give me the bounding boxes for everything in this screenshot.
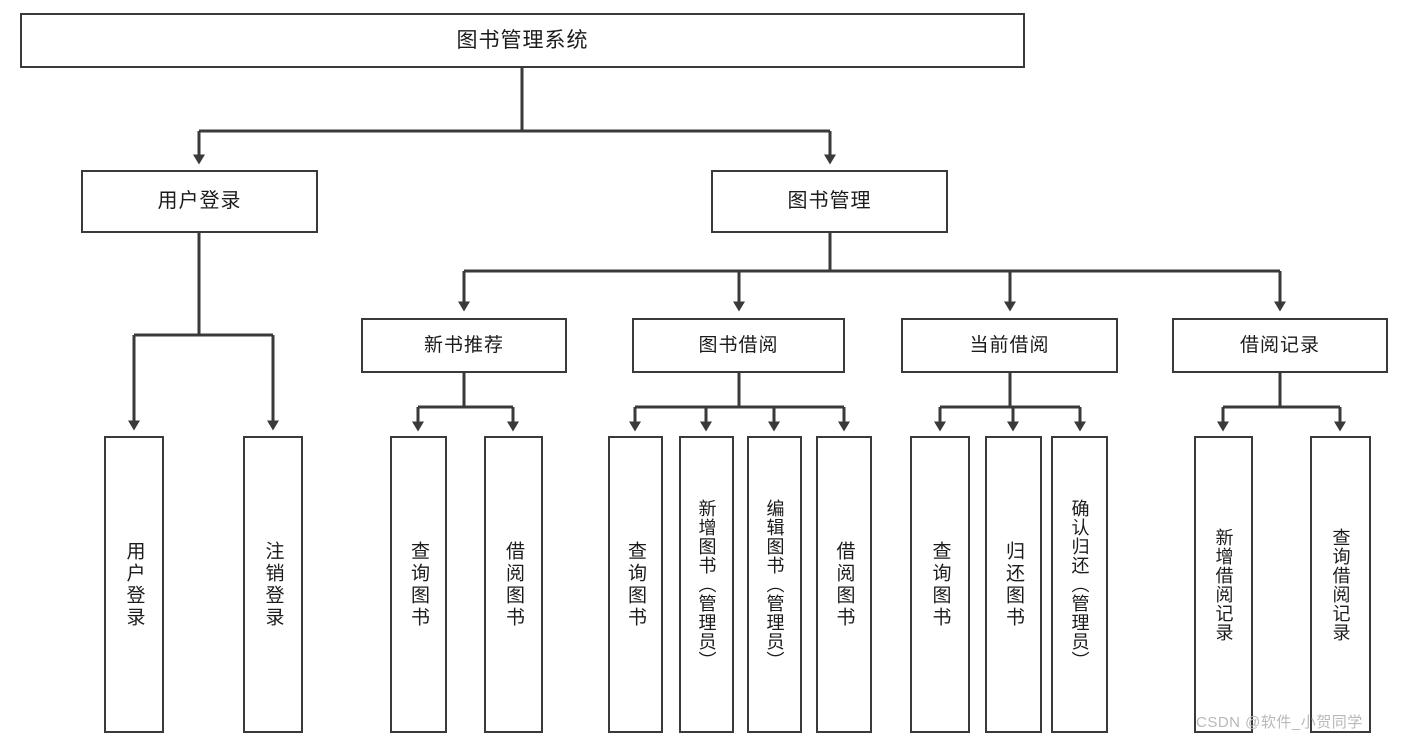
leaf-edit-book-admin[interactable]: 编辑图书（管理员） (747, 436, 802, 733)
leaf-query-book-current[interactable]: 查询图书 (910, 436, 970, 733)
node-root-label: 图书管理系统 (456, 28, 589, 52)
leaf-query-borrow-record[interactable]: 查询借阅记录 (1310, 436, 1371, 733)
node-book-borrow-label: 图书借阅 (698, 334, 779, 356)
leaf-query-book-current-label: 查询图书 (929, 540, 951, 629)
node-new-book-recommend[interactable]: 新书推荐 (361, 318, 567, 373)
leaf-query-book-recommend[interactable]: 查询图书 (390, 436, 447, 733)
leaf-user-login-label: 用户登录 (123, 540, 145, 629)
leaf-add-book-admin[interactable]: 新增图书（管理员） (679, 436, 734, 733)
leaf-query-book-borrow[interactable]: 查询图书 (608, 436, 663, 733)
leaf-logout-label: 注销登录 (262, 540, 284, 629)
node-new-book-recommend-label: 新书推荐 (423, 334, 504, 356)
leaf-borrow-book-label: 借阅图书 (833, 540, 855, 629)
node-current-borrow-label: 当前借阅 (969, 334, 1050, 356)
leaf-add-book-admin-label: 新增图书（管理员） (696, 499, 717, 670)
leaf-borrow-book-recommend[interactable]: 借阅图书 (484, 436, 543, 733)
leaf-return-book[interactable]: 归还图书 (985, 436, 1042, 733)
node-user-login[interactable]: 用户登录 (81, 170, 318, 233)
leaf-query-book-borrow-label: 查询图书 (625, 540, 646, 629)
leaf-confirm-return-admin-label: 确认归还（管理员） (1069, 499, 1090, 670)
node-book-management[interactable]: 图书管理 (711, 170, 948, 233)
leaf-user-login[interactable]: 用户登录 (104, 436, 164, 733)
leaf-add-borrow-record-label: 新增借阅记录 (1213, 527, 1234, 642)
node-book-management-label: 图书管理 (787, 190, 872, 213)
leaf-query-book-recommend-label: 查询图书 (408, 540, 429, 629)
leaf-confirm-return-admin[interactable]: 确认归还（管理员） (1051, 436, 1108, 733)
node-user-login-label: 用户登录 (157, 190, 242, 213)
leaf-edit-book-admin-label: 编辑图书（管理员） (764, 499, 785, 670)
leaf-add-borrow-record[interactable]: 新增借阅记录 (1194, 436, 1253, 733)
leaf-borrow-book[interactable]: 借阅图书 (816, 436, 872, 733)
node-book-borrow[interactable]: 图书借阅 (632, 318, 845, 373)
node-current-borrow[interactable]: 当前借阅 (901, 318, 1118, 373)
node-borrow-record[interactable]: 借阅记录 (1172, 318, 1388, 373)
leaf-query-borrow-record-label: 查询借阅记录 (1330, 527, 1351, 642)
node-root[interactable]: 图书管理系统 (20, 13, 1025, 68)
leaf-logout[interactable]: 注销登录 (243, 436, 303, 733)
leaf-return-book-label: 归还图书 (1003, 540, 1024, 629)
node-borrow-record-label: 借阅记录 (1239, 334, 1320, 356)
leaf-borrow-book-recommend-label: 借阅图书 (503, 540, 524, 629)
